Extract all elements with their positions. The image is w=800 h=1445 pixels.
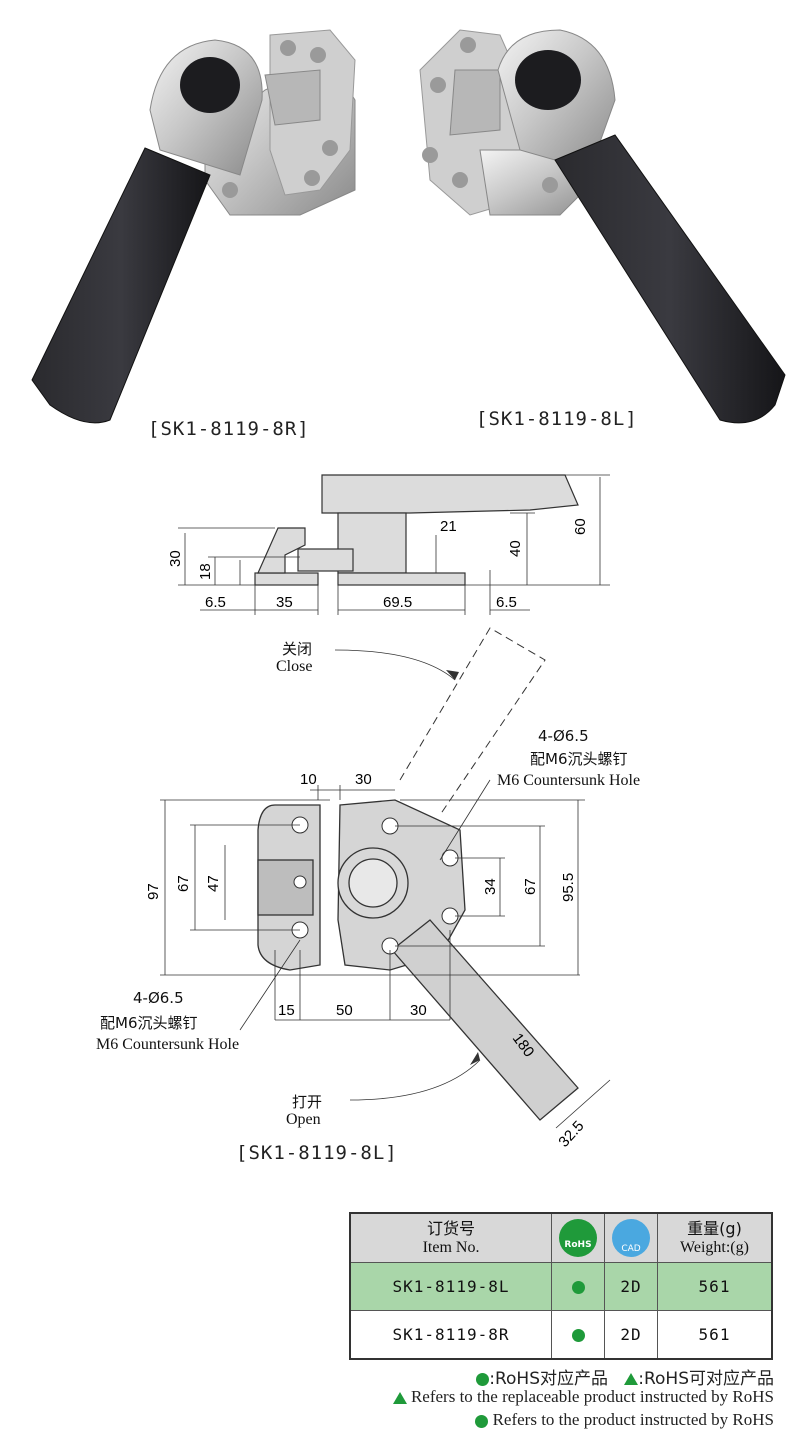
dim-32-5: 32.5 — [555, 1118, 587, 1151]
item-number-cell: SK1-8119-8R — [349, 1310, 552, 1360]
open-label-cn: 打开 — [292, 1093, 323, 1111]
header-weight-cn: 重量(g) — [687, 1219, 742, 1238]
photo-sk1-8119-8l — [419, 29, 786, 424]
hole-left-qty: 4-Ø6.5 — [133, 989, 184, 1007]
header-item-cn: 订货号 — [426, 1219, 475, 1238]
dim-34: 34 — [482, 878, 499, 895]
header-item-no: 订货号 Item No. — [349, 1212, 552, 1263]
dim-40: 40 — [507, 540, 524, 557]
dim-50: 50 — [336, 1002, 353, 1019]
legend-rohs-available: :RoHS可对应产品 — [638, 1369, 774, 1389]
header-weight: 重量(g) Weight:(g) — [657, 1212, 773, 1263]
rohs-dot-icon — [571, 1329, 585, 1342]
rohs-cell — [551, 1262, 605, 1311]
legend-rohs-compliant: :RoHS对应产品 — [489, 1369, 609, 1389]
photo-caption-8r: [SK1-8119-8R] — [148, 418, 310, 440]
dim-30: 30 — [167, 550, 184, 567]
legend-instructed-text: Refers to the product instructed by RoHS — [492, 1410, 774, 1429]
open-label-en: Open — [286, 1111, 321, 1128]
side-view-drawing: 60 40 21 30 18 6.5 35 69.5 6.5 — [167, 474, 610, 615]
table-header-row: 订货号 Item No. RoHS CAD 重量(g) Weight:(g) — [349, 1212, 773, 1263]
legend-dot-icon — [475, 1414, 489, 1428]
dim-18: 18 — [197, 563, 214, 580]
table-row: SK1-8119-8R 2D 561 — [349, 1310, 773, 1360]
dim-30-top: 30 — [355, 771, 372, 788]
header-item-en: Item No. — [422, 1239, 480, 1256]
hole-right-en: M6 Countersunk Hole — [497, 772, 641, 789]
dim-6-5-left: 6.5 — [205, 594, 226, 611]
legend-dot-icon — [476, 1372, 490, 1386]
item-number-cell: SK1-8119-8L — [349, 1262, 552, 1311]
weight-cell: 561 — [657, 1310, 773, 1360]
dim-67-left: 67 — [175, 875, 192, 892]
photo-sk1-8119-8r — [31, 29, 356, 424]
legend-triangle-icon — [392, 1392, 407, 1405]
dim-47: 47 — [205, 875, 222, 892]
header-cad: CAD — [604, 1212, 658, 1263]
legend-triangle-icon — [624, 1373, 639, 1385]
dim-6-5-right: 6.5 — [496, 594, 517, 611]
cad-cell: 2D — [604, 1310, 658, 1360]
close-label-en: Close — [276, 658, 313, 675]
dim-97: 97 — [145, 883, 162, 900]
dim-30-bottom: 30 — [410, 1002, 427, 1019]
dim-15: 15 — [278, 1002, 295, 1019]
dim-67-right: 67 — [522, 878, 539, 895]
dim-35: 35 — [276, 594, 293, 611]
legend-line-2: Refers to the replaceable product instru… — [392, 1387, 774, 1407]
top-view-drawing: 10 30 97 67 47 34 67 95.5 15 50 30 180 3… — [145, 627, 611, 1151]
legend-line-3: Refers to the product instructed by RoHS — [475, 1410, 774, 1430]
hole-left-en: M6 Countersunk Hole — [96, 1036, 240, 1053]
spec-table: 订货号 Item No. RoHS CAD 重量(g) Weight:(g) S… — [349, 1212, 773, 1360]
rohs-dot-icon — [571, 1281, 585, 1294]
hole-left-cn: 配M6沉头螺钉 — [100, 1014, 198, 1032]
dim-10: 10 — [300, 771, 317, 788]
header-rohs: RoHS — [551, 1212, 605, 1263]
rohs-icon: RoHS — [559, 1219, 597, 1257]
hole-right-cn: 配M6沉头螺钉 — [530, 750, 628, 768]
drawing-caption: [SK1-8119-8L] — [236, 1142, 398, 1164]
legend-replaceable-text: Refers to the replaceable product instru… — [410, 1387, 774, 1406]
dim-95-5: 95.5 — [560, 873, 577, 902]
table-row: SK1-8119-8L 2D 561 — [349, 1262, 773, 1311]
cad-cell: 2D — [604, 1262, 658, 1311]
dim-60: 60 — [572, 518, 589, 535]
dim-21: 21 — [440, 518, 457, 535]
product-photos — [31, 29, 786, 424]
legend-line-1: :RoHS对应产品 :RoHS可对应产品 — [476, 1364, 774, 1389]
dim-69-5: 69.5 — [383, 594, 412, 611]
rohs-cell — [551, 1310, 605, 1360]
header-weight-en: Weight:(g) — [680, 1239, 749, 1256]
hole-right-qty: 4-Ø6.5 — [538, 727, 589, 745]
photo-caption-8l: [SK1-8119-8L] — [476, 408, 638, 430]
close-label-cn: 关闭 — [282, 640, 313, 658]
cad-icon: CAD — [612, 1219, 650, 1257]
weight-cell: 561 — [657, 1262, 773, 1311]
